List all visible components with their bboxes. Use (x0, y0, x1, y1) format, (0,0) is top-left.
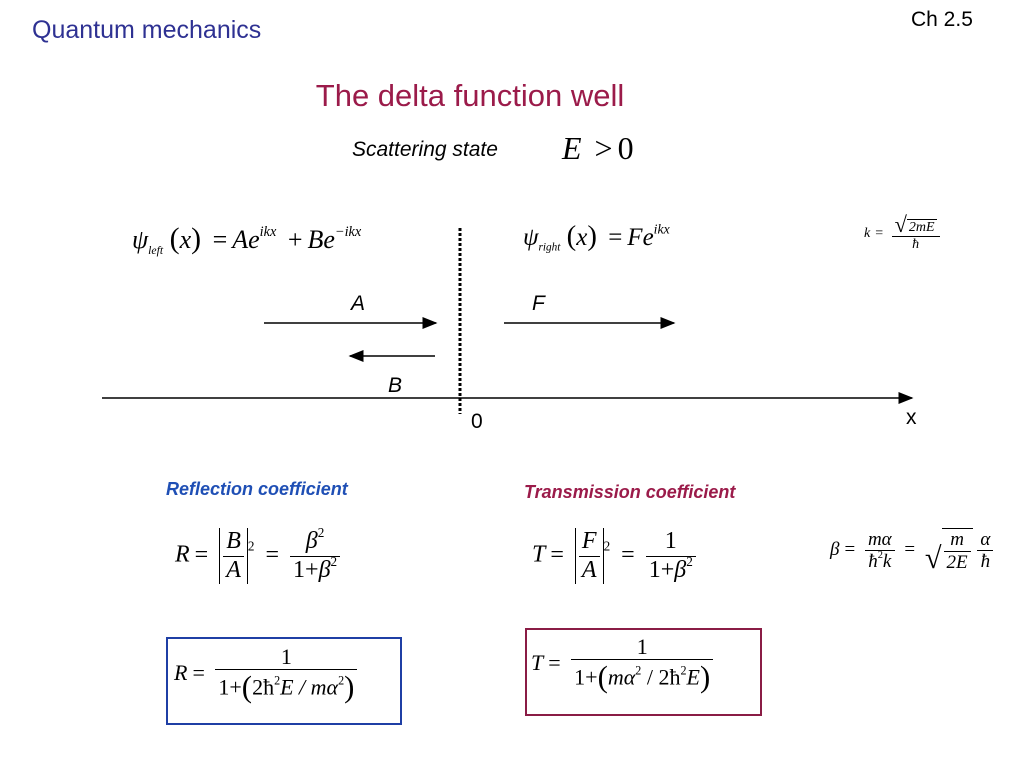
origin-label: 0 (471, 410, 483, 433)
subtitle-scattering-state: Scattering state (352, 138, 498, 161)
chapter-label: Ch 2.5 (911, 8, 973, 31)
amplitude-f-label: F (532, 292, 545, 315)
transmission-heading: Transmission coefficient (524, 482, 736, 502)
psi-left-equation: ψleft (x) =Aeikx +Be−ikx (132, 222, 362, 257)
transmission-equation-2: T= 1 1+(mα2 / 2ħ2E) (531, 634, 714, 696)
x-axis-label: x (906, 406, 917, 429)
psi-right-equation: ψright (x) =Feikx (523, 220, 670, 254)
reflection-heading: Reflection coefficient (166, 479, 348, 499)
header-topic: Quantum mechanics (32, 16, 262, 44)
transmission-result-box (525, 628, 762, 716)
k-definition: k= √2mE ħ (864, 213, 940, 254)
amplitude-a-label: A (351, 292, 366, 315)
reflection-result-box (166, 637, 402, 725)
slide-title: The delta function well (315, 78, 625, 113)
amplitude-b-label: B (388, 374, 403, 397)
energy-condition: E >0 (562, 130, 634, 166)
reflection-equation-2: R= 1 1+(2ħ2E / mα2) (174, 644, 358, 706)
